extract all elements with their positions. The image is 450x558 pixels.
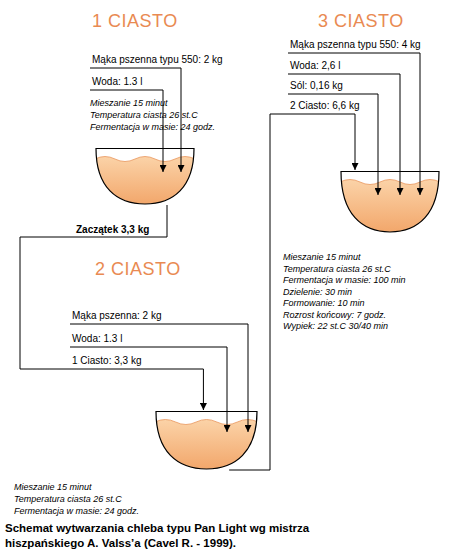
process-note: Rozrost końcowy: 7 godz. [283, 310, 386, 321]
process-note: Fermentacja w masie: 100 min [283, 275, 406, 286]
ingredient-arrow [288, 74, 400, 195]
process-note: Mieszanie 15 minut [283, 252, 361, 263]
process-note: Dzielenie: 30 min [283, 287, 352, 298]
ingredient-label: Mąka pszenna: 2 kg [72, 310, 162, 322]
bowl-interior [341, 172, 439, 233]
bowl-outline [341, 172, 439, 233]
ingredient-arrow [90, 68, 181, 172]
mixing-bowl: 3 CIASTOMieszanie 15 minutTemperatura ci… [340, 170, 440, 233]
process-note: Wypiek: 22 st.C 30/40 min [283, 321, 388, 332]
mixing-bowl: 1 CIASTOMieszanie 15 minutTemperatura ci… [95, 147, 195, 205]
ingredient-label: Mąka pszenna typu 550: 2 kg [92, 54, 223, 66]
ingredient-label: Mąka pszenna typu 550: 4 kg [290, 39, 421, 51]
dough-fill [340, 180, 440, 234]
stage-heading: 3 CIASTO [318, 10, 404, 32]
bowl-interior [96, 149, 194, 205]
mixing-bowl: 2 CIASTOMieszanie 15 minutTemperatura ci… [155, 410, 258, 470]
stage-heading: 1 CIASTO [92, 10, 178, 32]
ingredient-arrow [70, 347, 227, 432]
ingredient-arrow [288, 94, 378, 195]
bowl-interior [156, 412, 257, 470]
bowl-shape [340, 170, 440, 233]
process-note: Temperatura ciasta 26 st.C [283, 264, 391, 275]
ingredient-arrow [90, 90, 163, 172]
process-note: Mieszanie 15 minut [14, 482, 92, 493]
edge-label: Zaczątek 3,3 kg [76, 224, 149, 236]
bowl-shape [155, 410, 258, 470]
process-note: Fermentacja w masie: 24 godz. [14, 506, 139, 517]
bowl-outline [96, 149, 194, 205]
dough-transfer-arrow [229, 114, 355, 470]
ingredient-arrow [288, 53, 420, 195]
process-note: Formowanie: 10 min [283, 298, 365, 309]
process-note: Mieszanie 15 minut [90, 98, 168, 109]
process-note: Temperatura ciasta 26 st.C [14, 494, 122, 505]
bowl-shape [95, 147, 195, 205]
ingredient-label: Woda: 1.3 l [92, 76, 142, 88]
dough-fill [95, 157, 195, 206]
ingredient-label: 2 Ciasto: 6,6 kg [290, 100, 359, 112]
process-note: Temperatura ciasta 26 st.C [90, 110, 198, 121]
dough-fill [155, 420, 258, 471]
stage-heading: 2 CIASTO [95, 258, 181, 280]
process-note: Fermentacja w masie: 24 godz. [90, 122, 215, 133]
figure-caption: Schemat wytwarzania chleba typu Pan Ligh… [5, 521, 350, 551]
ingredient-label: Woda: 2,6 l [290, 60, 340, 72]
ingredient-label: Sól: 0,16 kg [290, 80, 343, 92]
ingredient-arrow [70, 324, 248, 432]
ingredient-label: 1 Ciasto: 3,3 kg [72, 355, 141, 367]
ingredient-label: Woda: 1.3 l [72, 333, 122, 345]
dough-transfer-arrow [20, 205, 203, 410]
bowl-outline [156, 412, 257, 470]
